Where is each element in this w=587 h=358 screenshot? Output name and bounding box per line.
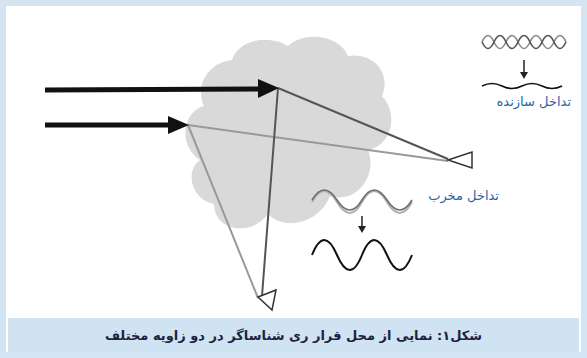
frame bbox=[3, 3, 584, 355]
interference-label: تداخل مخرب bbox=[426, 188, 501, 203]
scattering-cloud bbox=[185, 37, 391, 229]
constructive-waves bbox=[482, 36, 566, 89]
interference-label: تداخل سازنده bbox=[495, 94, 573, 109]
incident-arrows bbox=[45, 79, 279, 134]
scattered-rays bbox=[188, 88, 448, 298]
caption-band: شکل۱: نمایی از محل قرار ری شناساگر در دو… bbox=[8, 318, 579, 352]
figure-caption: شکل۱: نمایی از محل قرار ری شناساگر در دو… bbox=[105, 328, 482, 343]
detector-eyes bbox=[258, 152, 472, 310]
destructive-waves bbox=[312, 190, 412, 270]
